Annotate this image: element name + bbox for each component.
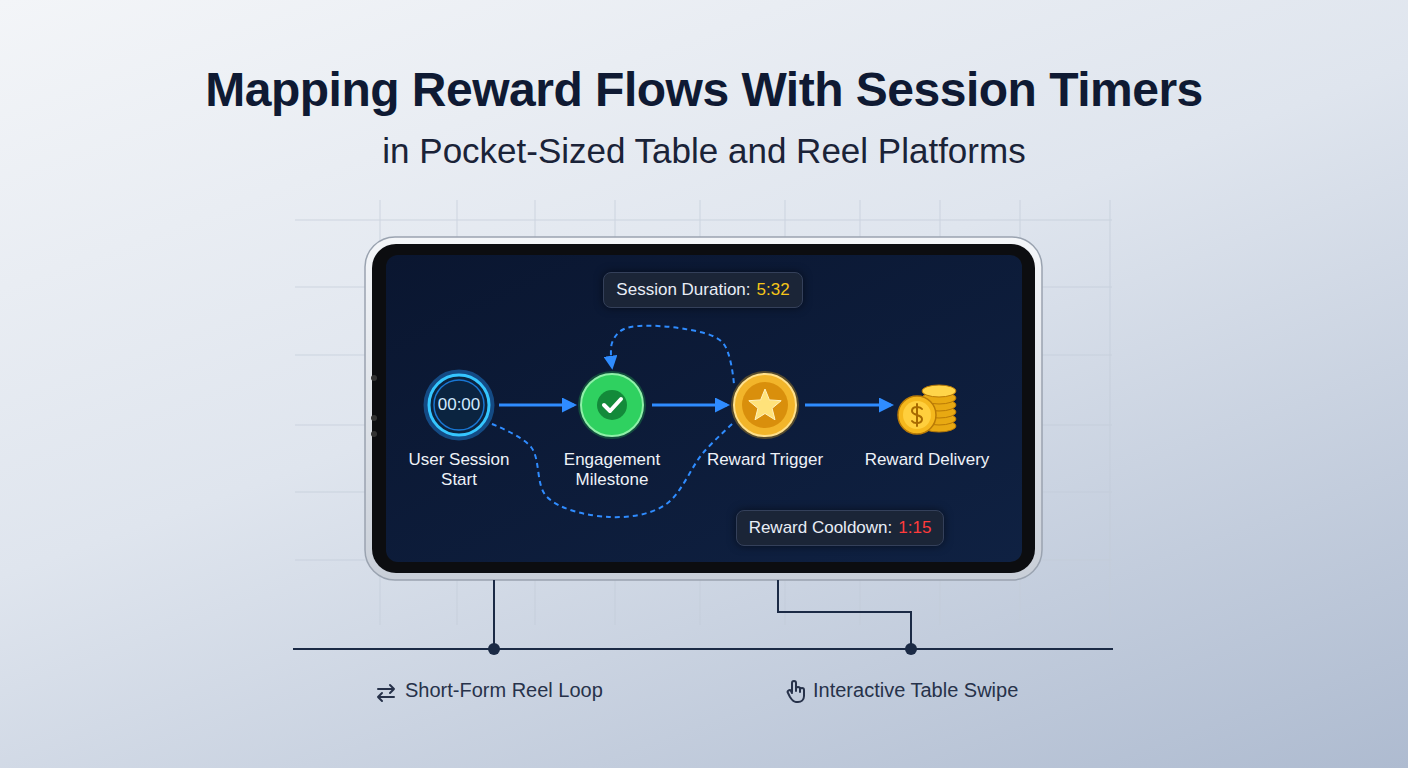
coin-face: [903, 401, 931, 429]
tablet-screen: [386, 255, 1022, 562]
coin-stack: Reward Delivery: [893, 371, 961, 439]
timer-pill: Session Duration: 5:32: [603, 272, 802, 308]
timer-value: 5:32: [757, 280, 790, 300]
timer-value: 1:15: [898, 518, 931, 538]
tablet-button: [371, 415, 377, 421]
coin-front: [898, 396, 936, 434]
step-label: User Session Start: [393, 450, 525, 490]
swipe-hand-icon: [788, 681, 804, 702]
glow-ring: [426, 372, 492, 438]
cooldown-pill: Reward Cooldown:1:15: [736, 510, 945, 546]
milestone-circle-outer: [581, 374, 643, 436]
flow-arrow: [499, 404, 574, 407]
timeline-line: [293, 648, 1113, 650]
step-label: Engagement Milestone: [546, 450, 678, 490]
tablet-button: [371, 375, 377, 381]
timer-readout: 00:00: [425, 371, 493, 439]
subtitle: in Pocket-Sized Table and Reel Platforms: [0, 131, 1408, 171]
check-mark: [604, 399, 621, 411]
grid-line: [295, 220, 1112, 221]
trigger-circle: Reward Trigger: [731, 371, 799, 439]
trigger-circle-inner: [742, 382, 788, 428]
flow-arrow: [805, 404, 891, 407]
milestone-circle: Engagement Milestone: [578, 371, 646, 439]
leader-line: [778, 580, 911, 649]
category-label: Short-Form Reel Loop: [405, 679, 603, 702]
category-label: Interactive Table Swipe: [813, 679, 1018, 702]
grid-line: [1110, 200, 1111, 625]
star-icon: [731, 371, 799, 439]
timeline-dot: [488, 643, 500, 655]
glow-ring: [578, 371, 646, 439]
step-label: Reward Trigger: [699, 450, 831, 470]
timer-label: Reward Cooldown:: [749, 518, 893, 538]
trigger-circle-outer: [734, 374, 796, 436]
step-label: Reward Delivery: [861, 450, 993, 470]
star-shape: [749, 389, 781, 420]
check-icon: [578, 371, 646, 439]
page-title: Mapping Reward Flows With Session Timers: [0, 62, 1408, 117]
grid-lines: [295, 200, 1112, 625]
coin: [922, 385, 956, 397]
tablet-frame: [372, 244, 1035, 573]
tablet-bezel: [365, 237, 1042, 580]
timer-label: Session Duration:: [616, 280, 750, 300]
glow-ring: [731, 371, 799, 439]
timeline-dot: [905, 643, 917, 655]
coins-icon: [893, 371, 961, 439]
flow-arrow: [652, 404, 727, 407]
tablet-button: [371, 431, 377, 437]
coin-emblem: [912, 404, 922, 426]
dashed-flow-line: [611, 326, 734, 383]
timer-circle: 00:00User Session Start: [425, 371, 493, 439]
milestone-circle-inner: [597, 390, 627, 420]
leader-line: [493, 580, 495, 649]
loop-icon: [378, 685, 394, 701]
